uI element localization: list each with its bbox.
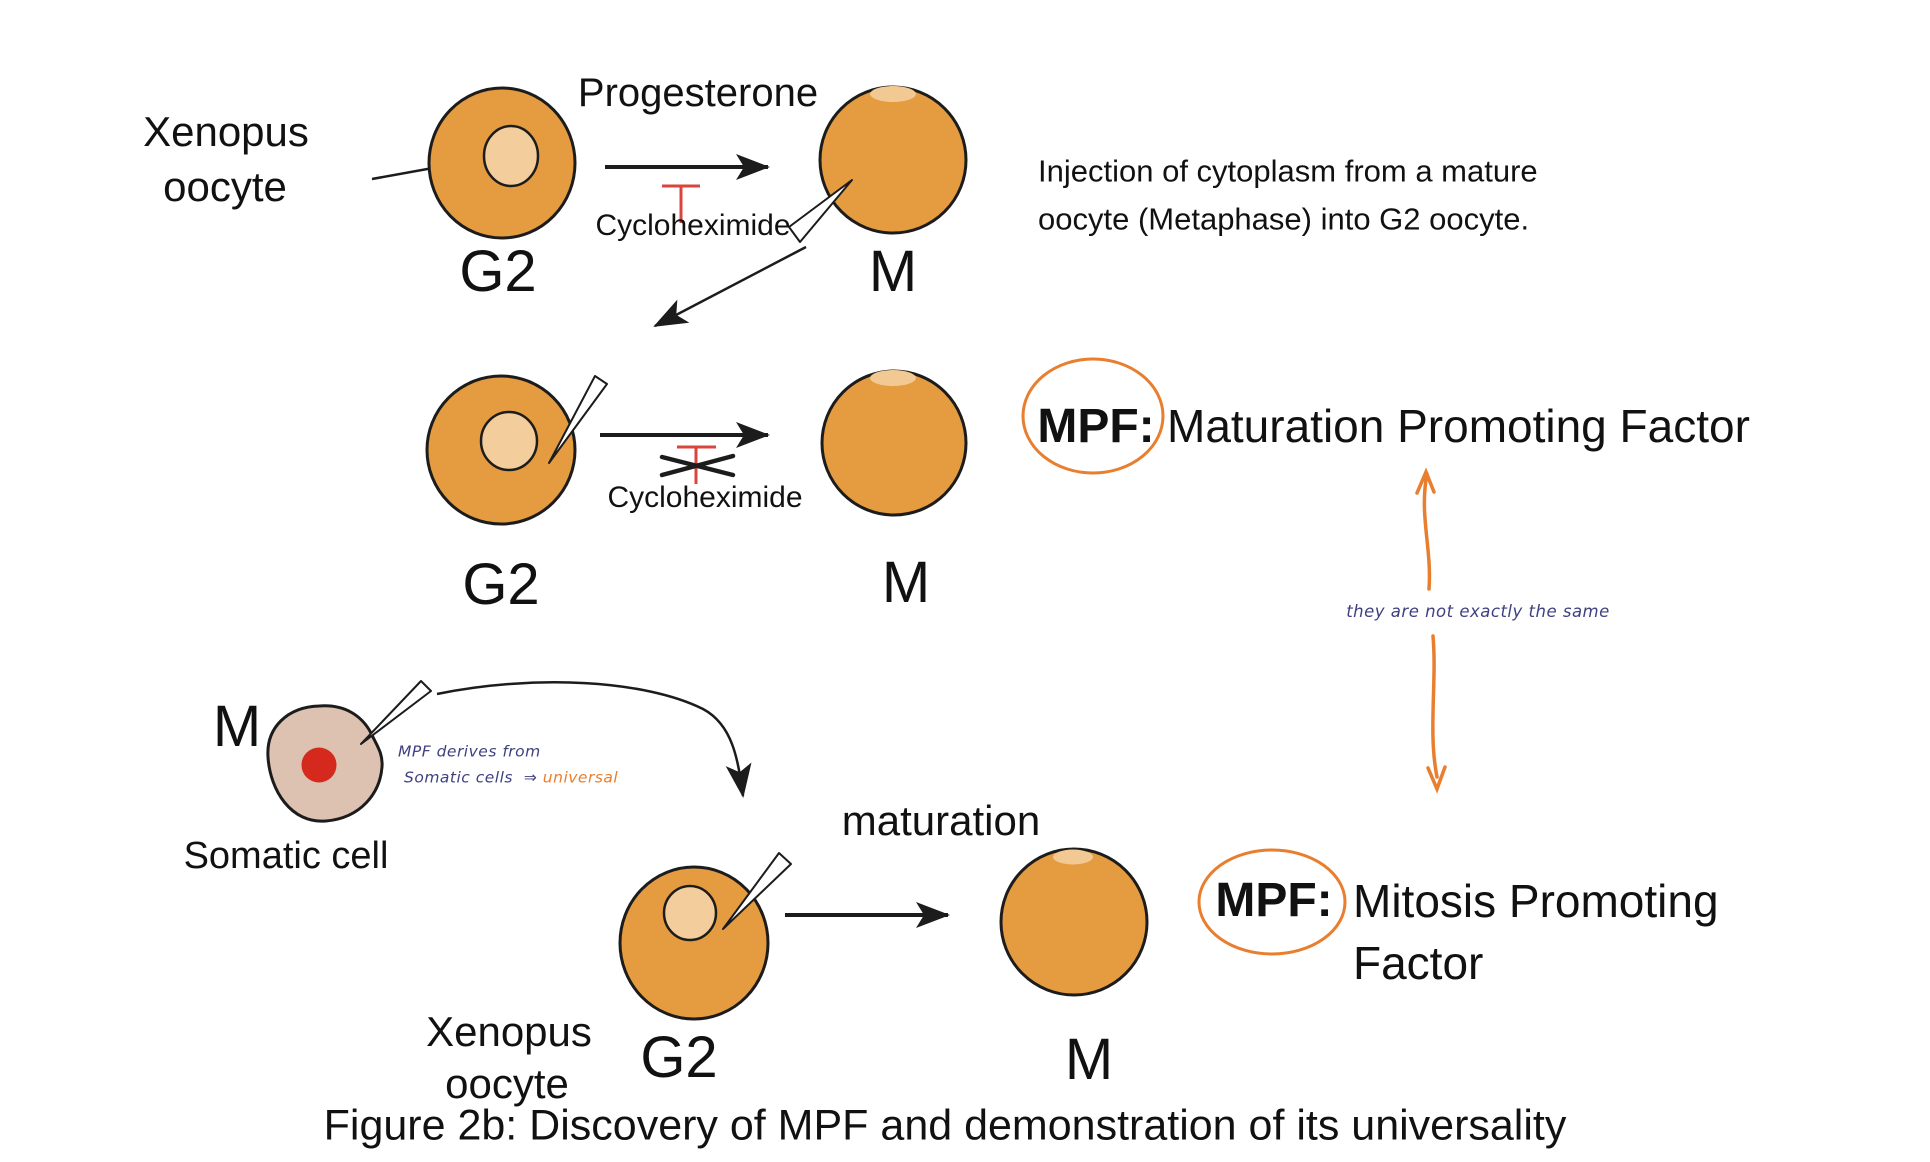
handwriting-derives-line2: Somatic cells ⇒ universal (404, 768, 619, 787)
mpf-abbr-mitosis: MPF: (1215, 874, 1333, 927)
arrowhead-up (1415, 467, 1436, 495)
oocyte-m-row3 (999, 847, 1149, 997)
oocyte-highlight (1053, 849, 1093, 865)
somatic-cell-label: Somatic cell (183, 835, 389, 877)
oocyte-nucleus (662, 884, 718, 942)
progesterone-label: Progesterone (577, 71, 819, 115)
g2-label-row2: G2 (462, 552, 540, 617)
oocyte-g2-row2 (425, 374, 577, 526)
somatic-cell (266, 704, 384, 823)
mpf-full-mitosis-line2: Factor (1353, 937, 1484, 989)
somatic-extract-arrow (436, 681, 752, 798)
comparison-note-handwriting: they are not exactly the same (1346, 601, 1610, 621)
oocyte-nucleus (479, 410, 539, 472)
oocyte-g2-row3 (618, 865, 770, 1021)
inhibition-tbar-row1 (662, 184, 700, 223)
oocyte-m-row2 (820, 369, 968, 517)
injection-note-line2: oocyte (Metaphase) into G2 oocyte. (1038, 201, 1530, 237)
micropipette-somatic (360, 680, 432, 745)
oocyte-m-row1 (818, 85, 968, 235)
mpf-full-mitosis-line1: Mitosis Promoting (1353, 875, 1719, 927)
double-arrow-annotation (1415, 467, 1447, 794)
mpf-abbr-maturation: MPF: (1037, 400, 1155, 453)
mpf-circle-maturation (1021, 357, 1165, 475)
mpf-full-maturation: Maturation Promoting Factor (1167, 400, 1750, 452)
cytoplasm-transfer-arrow (653, 245, 807, 328)
handwriting-universal: universal (542, 768, 619, 787)
m-label-row3: M (1064, 1027, 1114, 1092)
xenopus-oocyte-bottom-line1: Xenopus (426, 1008, 592, 1055)
handwriting-derives-line1: MPF derives from (398, 742, 541, 761)
mpf-colon: : (1316, 874, 1333, 927)
m-label-row1: M (868, 239, 918, 304)
micropipette-row1 (788, 179, 853, 243)
micropipette-row2 (548, 375, 608, 464)
somatic-nucleus (301, 747, 337, 783)
m-label-row2: M (881, 550, 931, 615)
oocyte-highlight (870, 370, 916, 386)
xenopus-oocyte-label-line2: oocyte (163, 163, 287, 210)
figure-caption: Figure 2b: Discovery of MPF and demonstr… (323, 1101, 1567, 1150)
arrowhead-down (1426, 765, 1447, 794)
xenopus-oocyte-bottom-line2: oocyte (445, 1060, 569, 1107)
implies-arrow: ⇒ (523, 768, 538, 787)
micropipette-row3 (722, 852, 792, 930)
mpf-circle-mitosis (1197, 848, 1347, 956)
cycloheximide-label-row2: Cycloheximide (607, 481, 803, 514)
maturation-label: maturation (841, 797, 1041, 844)
oocyte-highlight (870, 86, 916, 102)
oocyte-nucleus (482, 124, 540, 188)
g2-label-row1: G2 (459, 239, 537, 304)
crossout-x (659, 453, 736, 478)
mpf-colon: : (1138, 400, 1155, 453)
oocyte-g2-row1 (427, 86, 577, 240)
injection-note-line1: Injection of cytoplasm from a mature (1038, 153, 1538, 189)
g2-label-row3: G2 (640, 1025, 718, 1090)
m-label-somatic: M (212, 694, 262, 759)
cycloheximide-label-row1: Cycloheximide (595, 209, 791, 242)
xenopus-oocyte-label-line1: Xenopus (143, 108, 309, 155)
